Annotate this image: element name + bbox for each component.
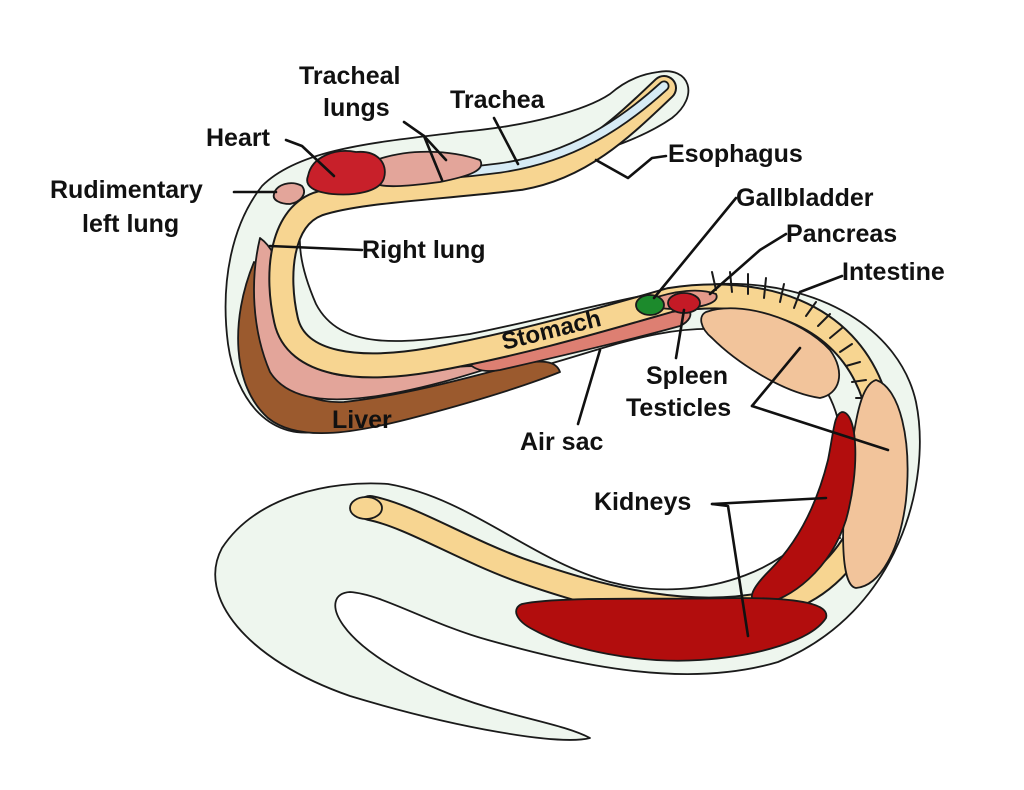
- label-air-sac: Air sac: [520, 428, 603, 456]
- snake-body: [214, 70, 921, 741]
- intestine-ridge: [805, 301, 817, 317]
- rudimentary-left-lung: [272, 182, 305, 205]
- intestine-ridge: [829, 327, 843, 339]
- label-pancreas: Pancreas: [786, 220, 897, 248]
- label-trachea: Trachea: [450, 86, 546, 114]
- intestine-ridge: [711, 271, 717, 291]
- label-gallbladder: Gallbladder: [736, 184, 874, 212]
- label-liver: Liver: [332, 406, 392, 434]
- intestine-ridge: [763, 277, 767, 299]
- gallbladder: [635, 294, 665, 316]
- label-kidneys: Kidneys: [594, 488, 691, 516]
- label-rudimentary-left-lung-line2: left lung: [82, 210, 179, 238]
- intestine-ridge: [793, 291, 801, 309]
- label-intestine: Intestine: [842, 258, 945, 286]
- intestine-ridge: [817, 313, 831, 327]
- label-right-lung: Right lung: [362, 236, 486, 264]
- intestine-ridge: [845, 361, 861, 367]
- testicle-upper: [700, 307, 840, 399]
- heart: [306, 150, 386, 196]
- label-tracheal-lungs-line2: lungs: [323, 94, 390, 122]
- label-rudimentary-left-lung-line1: Rudimentary: [50, 176, 203, 204]
- intestine-ridge: [851, 379, 867, 383]
- intestine-ridge: [779, 283, 785, 303]
- kidney-lower: [515, 597, 828, 662]
- label-spleen: Spleen: [646, 362, 728, 390]
- label-heart: Heart: [206, 124, 271, 152]
- label-testicles: Testicles: [626, 394, 731, 422]
- label-tracheal-lungs-line1: Tracheal: [299, 62, 400, 90]
- cloaca-opening: [349, 496, 383, 520]
- tracheal-lungs: [375, 150, 483, 188]
- intestine-ridge: [839, 343, 853, 353]
- label-esophagus: Esophagus: [668, 140, 803, 168]
- leader-lines: [232, 116, 890, 638]
